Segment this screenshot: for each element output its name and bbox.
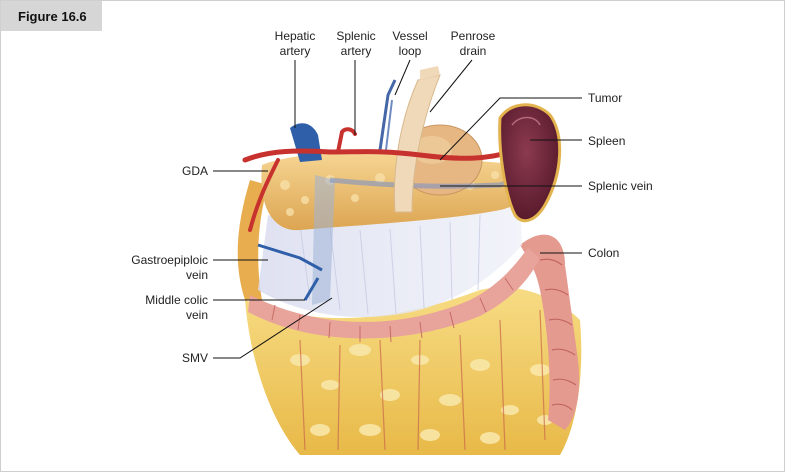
- figure-title: Figure 16.6: [18, 9, 87, 24]
- label-penrose-drain-line1: Penrose: [451, 29, 496, 43]
- label-gastroepiploic-vein-line1: Gastroepiploic: [131, 253, 208, 267]
- label-middle-colic-vein: Middle colic vein: [145, 293, 208, 322]
- splenic-vein: [329, 175, 521, 189]
- label-middle-colic-vein-line2: vein: [186, 308, 208, 322]
- label-splenic-artery-line1: Splenic: [336, 29, 375, 43]
- colon-segments: [271, 277, 514, 343]
- leader-penrose-drain: [429, 59, 473, 113]
- left-fat-edge: [237, 180, 268, 300]
- superior-mesenteric-vein: [312, 175, 335, 305]
- label-gda: GDA: [182, 164, 208, 178]
- label-splenic-artery: Splenic artery: [336, 29, 375, 58]
- middle-colic-vein: [303, 277, 320, 301]
- common-hepatic-artery: [242, 147, 518, 163]
- label-spleen: Spleen: [588, 134, 625, 148]
- gastroepiploic-vein: [257, 243, 323, 272]
- leader-smv: [213, 297, 333, 359]
- colon-haustra: [539, 258, 577, 411]
- label-hepatic-artery-line1: Hepatic: [275, 29, 316, 43]
- splenic-artery-branch: [336, 127, 357, 154]
- leader-vessel-loop: [394, 59, 411, 96]
- label-vessel-loop: Vessel loop: [392, 29, 427, 58]
- label-splenic-vein: Splenic vein: [588, 179, 653, 193]
- vessel-loop: [378, 79, 397, 151]
- leader-tumor: [439, 97, 582, 161]
- figure-tab: Figure 16.6: [1, 1, 102, 31]
- label-hepatic-artery-line2: artery: [280, 44, 311, 58]
- label-hepatic-artery: Hepatic artery: [275, 29, 316, 58]
- descending-colon: [520, 234, 580, 430]
- gda-artery: [248, 158, 280, 232]
- transverse-colon: [248, 248, 540, 339]
- label-middle-colic-vein-line1: Middle colic: [145, 293, 208, 307]
- label-gastroepiploic-vein-line2: vein: [186, 268, 208, 282]
- label-gastroepiploic-vein: Gastroepiploic vein: [131, 253, 208, 282]
- label-colon: Colon: [588, 246, 619, 260]
- label-penrose-drain: Penrose drain: [451, 29, 496, 58]
- omentum-vessels: [299, 309, 546, 451]
- label-penrose-drain-line2: drain: [460, 44, 487, 58]
- leader-lines: [213, 59, 582, 359]
- label-smv: SMV: [182, 351, 208, 365]
- portal-vein: [290, 123, 322, 162]
- label-tumor: Tumor: [588, 91, 622, 105]
- label-splenic-artery-line2: artery: [341, 44, 372, 58]
- label-vessel-loop-line2: loop: [399, 44, 422, 58]
- mesentery-striations: [299, 214, 481, 315]
- label-vessel-loop-line1: Vessel: [392, 29, 427, 43]
